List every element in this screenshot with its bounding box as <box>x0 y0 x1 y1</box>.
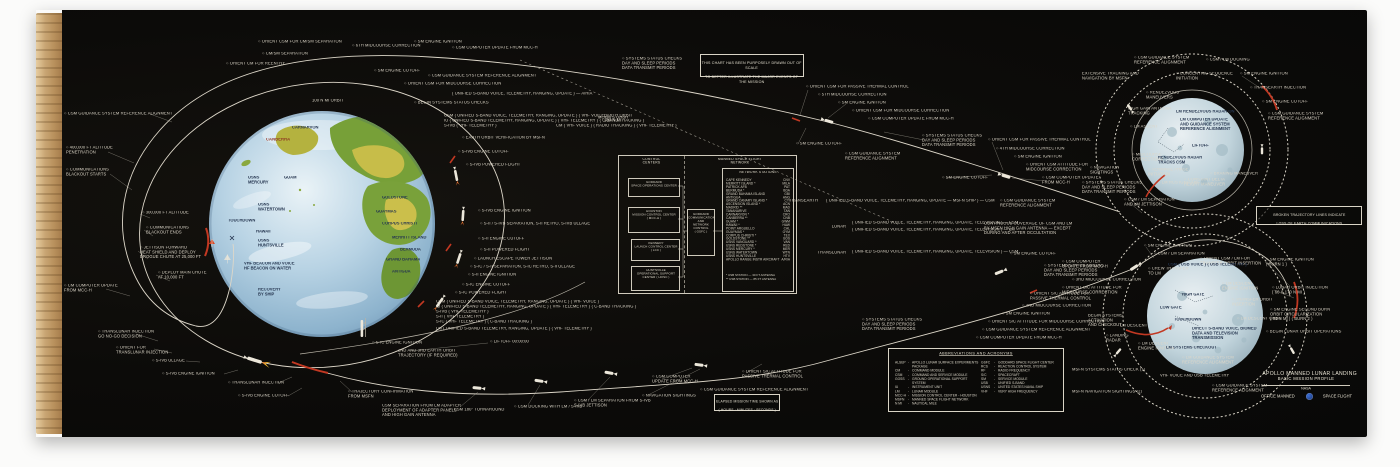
wood-board-edge <box>36 13 62 434</box>
moon-ascent-phase <box>1095 53 1289 247</box>
parachute-icons <box>209 239 231 264</box>
earth-globe <box>209 111 435 337</box>
burn-marks <box>204 117 1038 374</box>
leader-lines <box>105 75 1295 408</box>
spacecraft-icons <box>243 103 1296 391</box>
moon-arrival-phase <box>1102 213 1308 419</box>
flowchart-connectors <box>678 185 722 278</box>
